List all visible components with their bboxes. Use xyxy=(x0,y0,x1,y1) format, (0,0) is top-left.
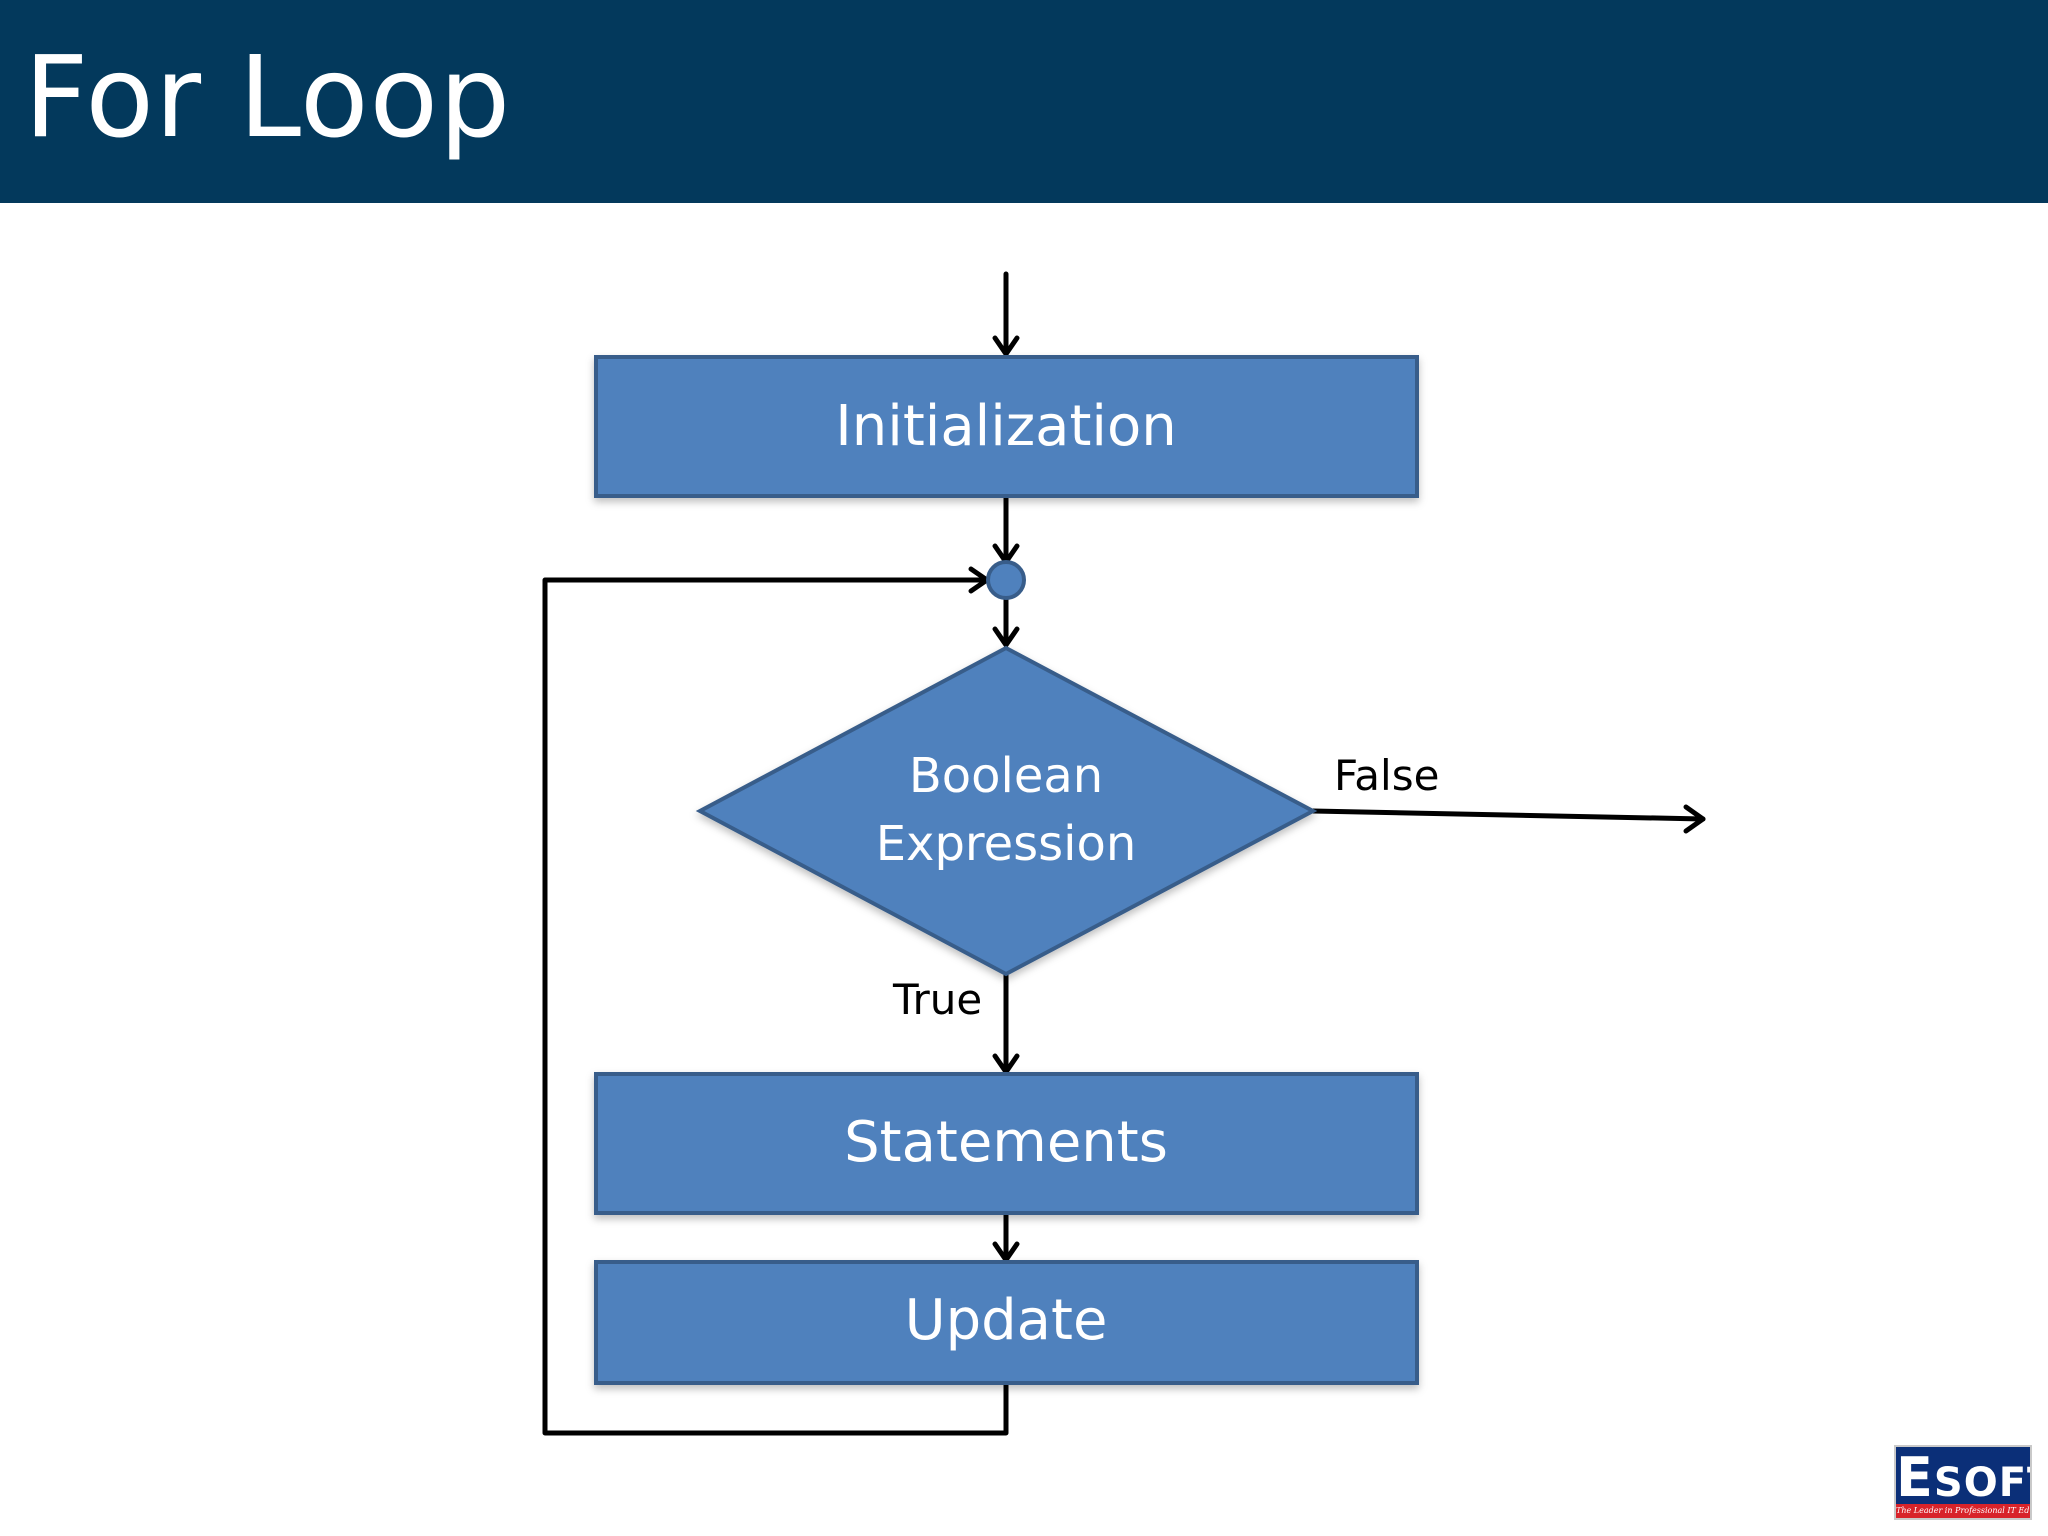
false-label: False xyxy=(1334,751,1439,800)
update-label: Update xyxy=(905,1288,1108,1353)
junction-to-condition-arrowhead xyxy=(992,626,1020,648)
update-box xyxy=(594,1260,1419,1385)
initialization-box xyxy=(594,355,1419,498)
initialization-label: Initialization xyxy=(835,394,1177,459)
loop-back-line xyxy=(542,577,1009,1436)
logo-letter-e: E xyxy=(1896,1446,1934,1509)
true-label: True xyxy=(892,975,982,1024)
statements-label: Statements xyxy=(844,1110,1168,1175)
slide-title: For Loop xyxy=(24,33,512,163)
statements-box xyxy=(594,1072,1419,1215)
title-bar: For Loop xyxy=(0,0,2048,203)
condition-label-line2: Expression xyxy=(876,816,1137,872)
condition-diamond xyxy=(695,645,1318,977)
false-exit-arrowhead xyxy=(1683,804,1706,834)
false-exit-arrow xyxy=(1310,808,1706,822)
condition-label-line1: Boolean xyxy=(909,748,1103,804)
logo-tagline: The Leader in Professional IT Education xyxy=(1896,1504,2030,1518)
loop-junction xyxy=(986,560,1026,600)
entry-arrowhead xyxy=(992,335,1020,357)
